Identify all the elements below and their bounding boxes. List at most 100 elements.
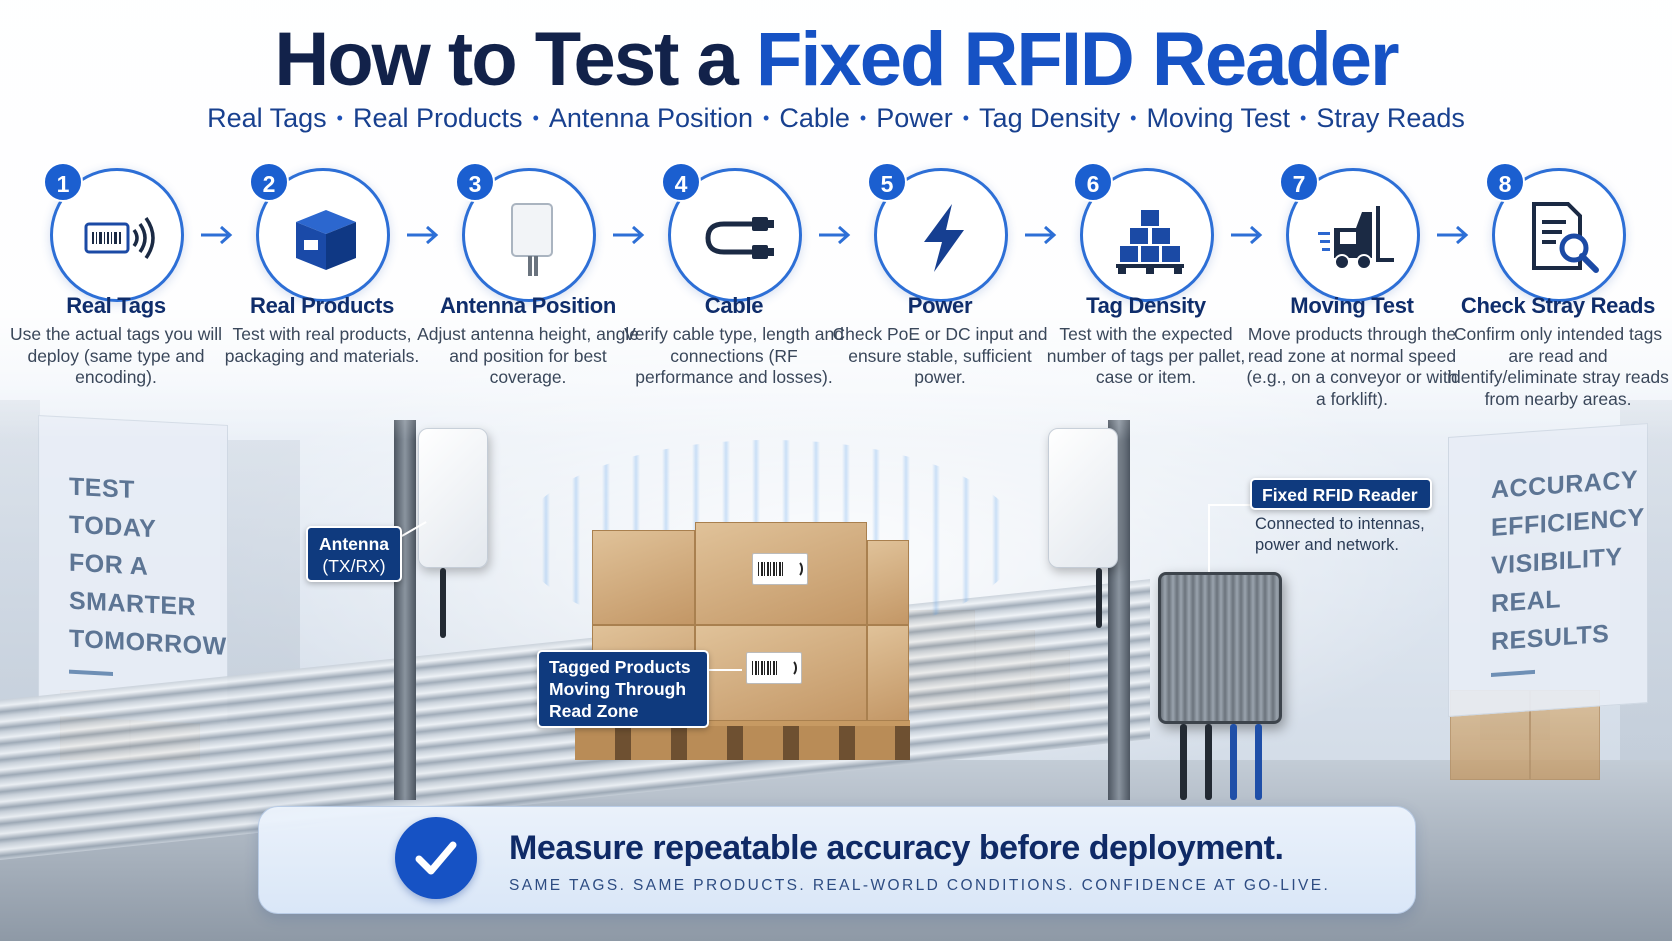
antenna-left — [418, 428, 488, 568]
arrow-right-icon — [613, 225, 645, 245]
topic-item: Moving Test — [1146, 103, 1291, 133]
callout-line-text: Tagged Products — [549, 657, 691, 677]
topic-item: Tag Density — [979, 103, 1121, 133]
banner-rule — [1491, 669, 1535, 677]
product-box — [867, 625, 909, 721]
fixed-reader-description: Connected to intennas, power and network… — [1255, 514, 1445, 556]
topic-item: Cable — [779, 103, 850, 133]
step-number-badge: 3 — [455, 162, 495, 202]
forklift-icon — [1318, 206, 1394, 270]
antenna-icon — [511, 203, 553, 276]
page-title: How to Test a Fixed RFID Reader — [0, 14, 1672, 106]
description-line: power and network. — [1255, 536, 1399, 554]
step-title: Check Stray Reads — [1460, 293, 1656, 318]
barcode — [752, 661, 778, 675]
step-number-badge: 5 — [867, 162, 907, 202]
fixed-rfid-reader-device — [1158, 572, 1282, 724]
document-search-icon — [1532, 202, 1599, 273]
right-wall-banner: ACCURACY EFFICIENCY VISIBILITY REAL RESU… — [1448, 423, 1648, 717]
topic-separator: • — [532, 108, 539, 128]
callout-connector — [1208, 504, 1256, 506]
step-description: Check PoE or DC input and ensure stable,… — [832, 324, 1048, 387]
callout-connector — [708, 669, 742, 671]
topic-separator: • — [859, 108, 867, 128]
step-description: Test with the expected number of tags pe… — [1046, 324, 1246, 387]
antenna-cable — [1096, 568, 1102, 628]
step-title: Antenna Position — [439, 293, 617, 318]
step-number-badge: 6 — [1073, 162, 1113, 202]
topic-separator: • — [763, 108, 770, 128]
step-title: Moving Test — [1290, 293, 1414, 318]
banner-line: TEST TODAY — [69, 472, 157, 544]
step-description: Adjust antenna height, angle and positio… — [417, 324, 639, 387]
antenna-right — [1048, 428, 1118, 568]
arrow-right-icon — [1231, 225, 1263, 245]
summary-tagline: SAME TAGS. SAME PRODUCTS. REAL-WORLD CON… — [509, 877, 1331, 894]
step-number-badge: 2 — [249, 162, 289, 202]
antenna-callout: Antenna (TX/RX) — [306, 526, 402, 582]
title-part-accent: Fixed RFID Reader — [755, 17, 1400, 102]
rfid-label — [752, 553, 808, 585]
step-number-badge: 4 — [661, 162, 701, 202]
reader-cable — [1180, 724, 1187, 800]
product-box — [695, 625, 867, 721]
checkmark-icon — [415, 841, 457, 875]
fixed-reader-callout: Fixed RFID Reader — [1250, 478, 1432, 510]
tagged-products-callout: Tagged Products Moving Through Read Zone — [537, 650, 709, 728]
arrow-right-icon — [201, 225, 233, 245]
rf-symbol — [789, 560, 803, 578]
topic-item: Antenna Position — [548, 103, 754, 133]
step-number-badge: 7 — [1279, 162, 1319, 202]
callout-line-text: (TX/RX) — [322, 556, 386, 576]
arrow-right-icon — [819, 225, 851, 245]
reader-cable — [1205, 724, 1212, 800]
topic-separator: • — [1130, 108, 1137, 128]
callout-line-text: Moving Through — [549, 679, 687, 699]
product-box — [592, 530, 695, 625]
banner-line: REAL RESULTS — [1491, 585, 1610, 656]
topic-item: Real Products — [352, 103, 523, 133]
step-description: Move products through the read zone at n… — [1246, 324, 1458, 409]
topic-separator: • — [1300, 108, 1307, 128]
banner-line: TOMORROW — [69, 624, 227, 661]
step-row: 1 Real Tags Use the actual tags you will… — [0, 160, 1672, 440]
banner-rule — [69, 669, 113, 676]
antenna-cable — [440, 568, 446, 638]
reader-cable — [1255, 724, 1262, 800]
step-description: Verify cable type, length and connection… — [624, 324, 844, 387]
topic-list: Real Tags • Real Products • Antenna Position… — [0, 101, 1672, 135]
step-title: Tag Density — [1086, 293, 1206, 318]
summary-headline: Measure repeatable accuracy before deplo… — [509, 829, 1284, 867]
step-title: Power — [907, 293, 973, 318]
topic-item: Real Tags — [207, 103, 327, 133]
description-line: Connected to intennas, — [1255, 515, 1425, 533]
step-icon-circle — [1492, 168, 1626, 302]
step-description: Confirm only intended tags are read and … — [1447, 324, 1669, 409]
topic-separator: • — [336, 108, 343, 128]
title-part-dark: How to Test a — [274, 17, 756, 102]
arrow-right-icon — [407, 225, 439, 245]
topic-item: Stray Reads — [1316, 103, 1465, 133]
rfid-label — [746, 652, 802, 684]
step-description: Use the actual tags you will deploy (sam… — [9, 324, 223, 387]
antenna-pole-left — [394, 420, 416, 800]
cable-icon — [705, 217, 774, 259]
step-number-badge: 8 — [1485, 162, 1525, 202]
barcode — [758, 562, 784, 576]
pallet-boxes-icon — [1116, 210, 1184, 274]
callout-connector — [1208, 504, 1210, 572]
step-title: Cable — [704, 293, 764, 318]
callout-line-text: Read Zone — [549, 701, 639, 721]
check-circle — [395, 817, 477, 899]
arrow-right-icon — [1437, 225, 1469, 245]
topic-separator: • — [962, 108, 970, 128]
topic-item: Power — [876, 103, 953, 133]
step-description: Test with real products, packaging and m… — [224, 324, 420, 366]
step-title: Real Tags — [66, 293, 166, 318]
product-box — [867, 540, 909, 625]
rfid-tag-icon — [84, 216, 155, 260]
box-icon — [296, 210, 356, 270]
rf-symbol — [783, 659, 797, 677]
lightning-icon — [924, 204, 964, 272]
